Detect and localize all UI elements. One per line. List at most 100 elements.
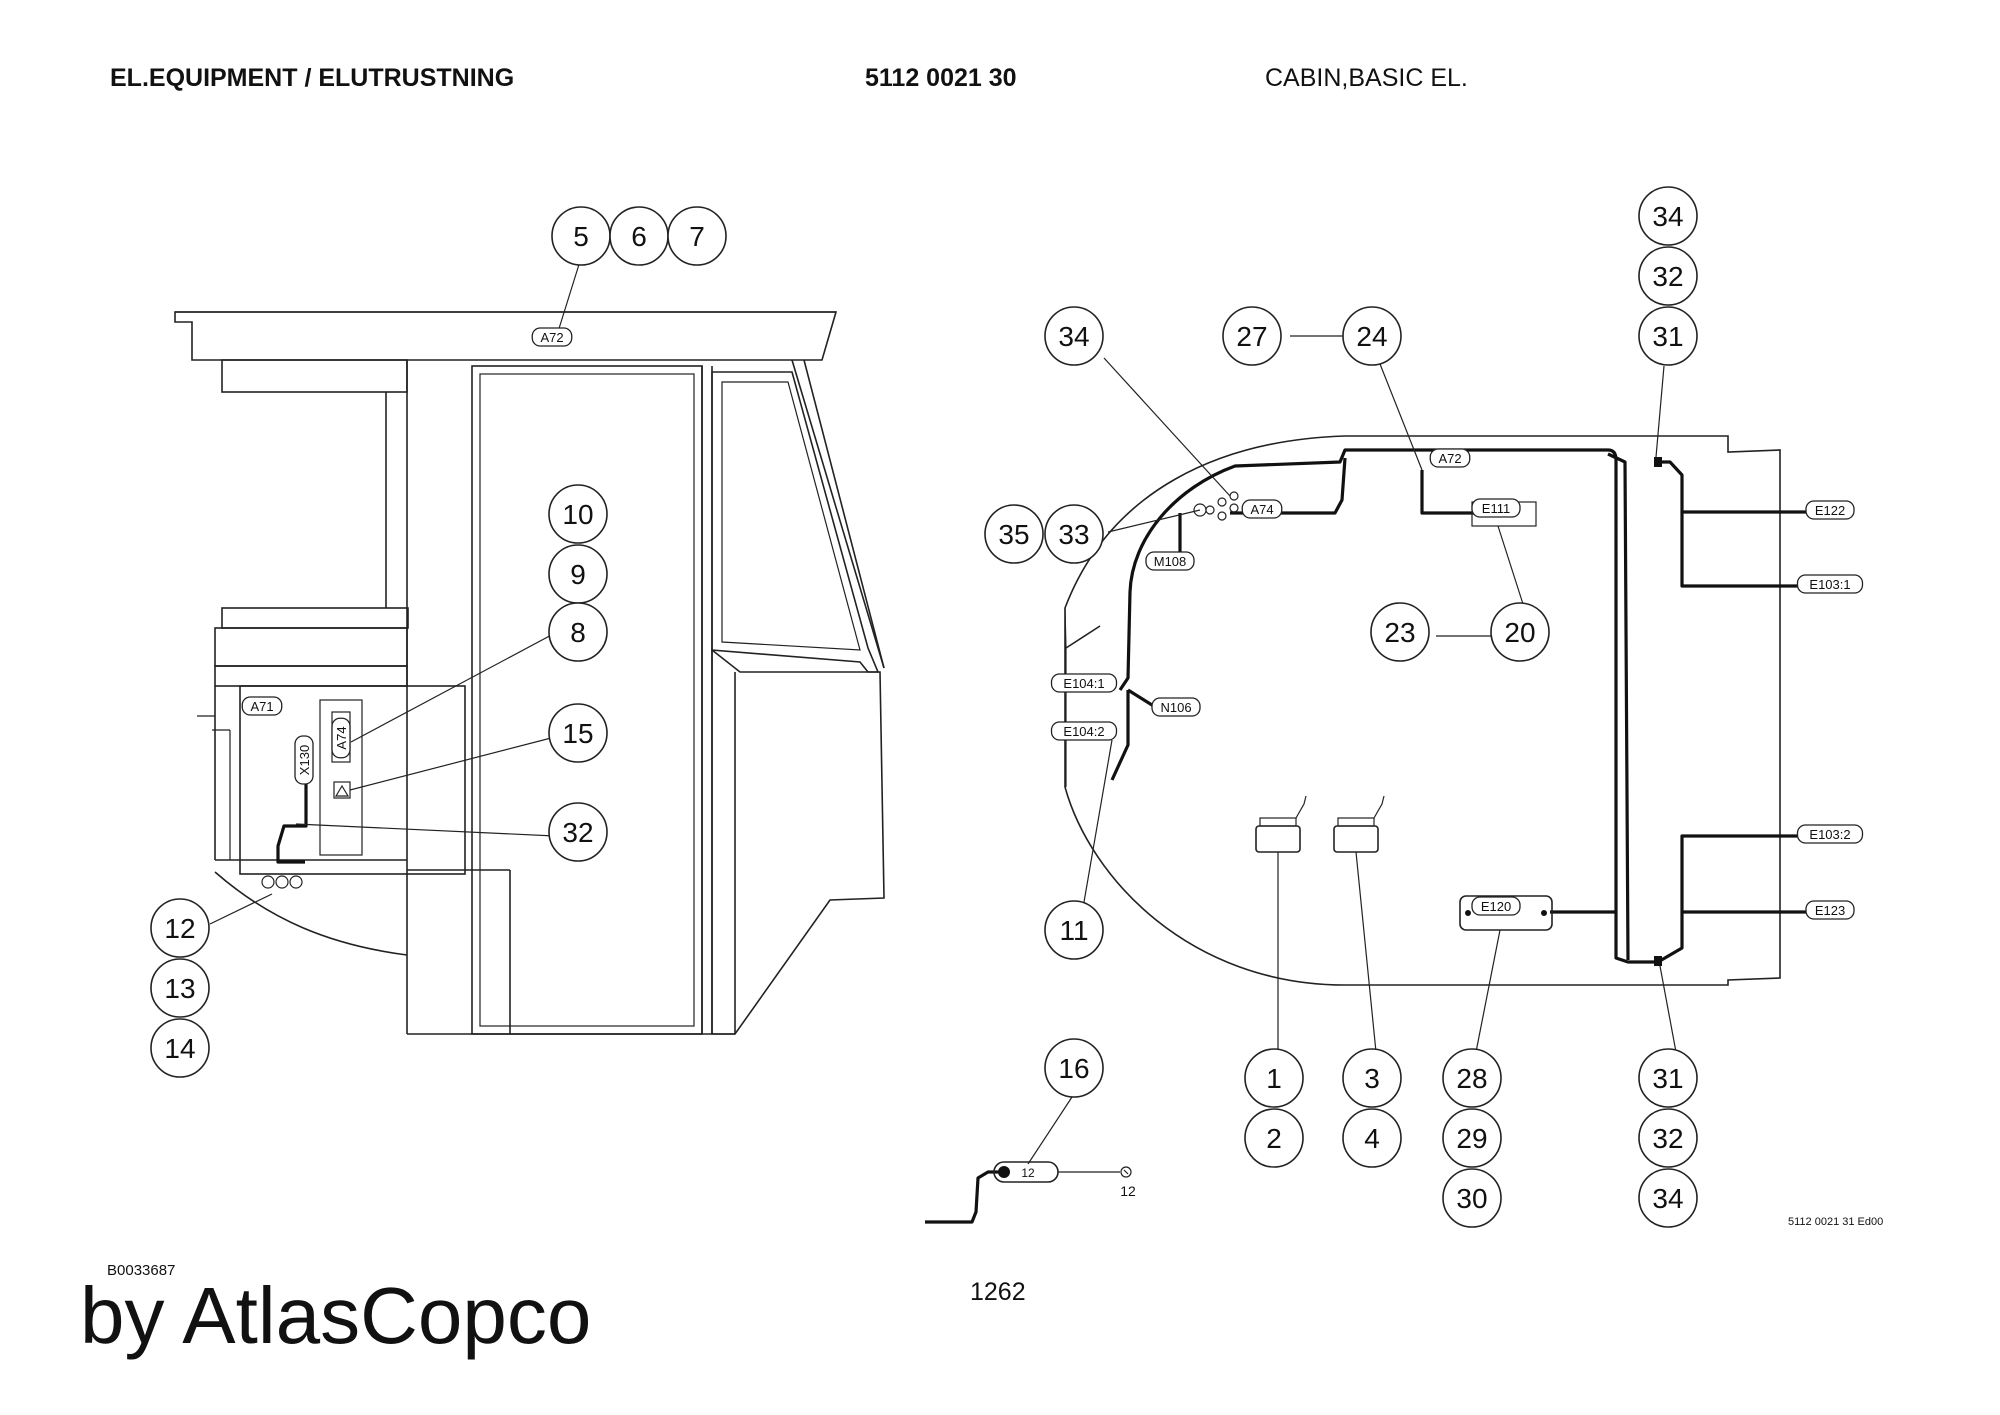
callout-left-5: 5	[551, 206, 611, 266]
svg-text:7: 7	[689, 221, 705, 252]
svg-text:13: 13	[164, 973, 195, 1004]
svg-text:E104:1: E104:1	[1063, 676, 1104, 691]
svg-text:3: 3	[1364, 1063, 1380, 1094]
tag-A72: A72	[531, 327, 573, 347]
svg-text:12: 12	[164, 913, 195, 944]
svg-text:1: 1	[1266, 1063, 1282, 1094]
callout-right-34: 34	[1638, 186, 1698, 246]
svg-text:11: 11	[1059, 915, 1088, 946]
svg-text:2: 2	[1266, 1123, 1282, 1154]
svg-text:A74: A74	[1250, 502, 1273, 517]
side-window	[711, 371, 880, 673]
svg-text:32: 32	[1652, 261, 1683, 292]
svg-text:E103:2: E103:2	[1809, 827, 1850, 842]
cabin-side-view	[174, 257, 885, 1035]
svg-text:M108: M108	[1154, 554, 1187, 569]
doc-code: B0033687	[107, 1262, 176, 1279]
svg-text:E111: E111	[1482, 501, 1510, 516]
svg-text:E122: E122	[1815, 503, 1845, 518]
callout-right-29: 29	[1442, 1108, 1502, 1168]
cabin-roof	[174, 311, 838, 361]
svg-text:20: 20	[1504, 617, 1535, 648]
detail-label-2: 12	[1120, 1183, 1136, 1199]
svg-text:28: 28	[1456, 1063, 1487, 1094]
svg-text:34: 34	[1058, 321, 1089, 352]
tag-E122: E122	[1805, 500, 1855, 520]
callout-right-34: 34	[1044, 306, 1104, 366]
svg-text:30: 30	[1456, 1183, 1487, 1214]
callout-right-2: 2	[1244, 1108, 1304, 1168]
tag-E104-2: E104:2	[1050, 721, 1118, 741]
callout-right-11: 11	[1044, 900, 1104, 960]
tag-X130: X130	[294, 735, 314, 785]
callout-right-32: 32	[1638, 246, 1698, 306]
callout-left-15: 15	[548, 703, 608, 763]
cabin-floor-curve	[214, 871, 408, 956]
cabin-outline	[1064, 435, 1781, 986]
callout-right-20: 20	[1490, 602, 1550, 662]
tag-E111: E111	[1471, 498, 1521, 518]
svg-text:10: 10	[562, 499, 593, 530]
svg-text:9: 9	[570, 559, 586, 590]
main-harness	[1118, 448, 1618, 912]
callout-left-9: 9	[548, 544, 608, 604]
svg-text:27: 27	[1236, 321, 1267, 352]
panel-module	[319, 699, 363, 856]
page-number: 1262	[970, 1278, 1026, 1306]
tag-E103-1: E103:1	[1796, 574, 1864, 594]
callout-right-30: 30	[1442, 1168, 1502, 1228]
svg-text:34: 34	[1652, 1183, 1683, 1214]
callout-left-6: 6	[609, 206, 669, 266]
callout-right-24: 24	[1342, 306, 1402, 366]
tag-labels: A72A71X130A74A72A74M108E111E104:1E104:2N…	[241, 327, 1864, 1199]
tag-A74: A74	[1241, 499, 1283, 519]
svg-text:15: 15	[562, 718, 593, 749]
cable-detail	[925, 1093, 1132, 1224]
header-right-title: CABIN,BASIC EL.	[1265, 64, 1468, 92]
tag-A72: A72	[1429, 448, 1471, 468]
tag-E123: E123	[1805, 900, 1855, 920]
callout-right-28: 28	[1442, 1048, 1502, 1108]
callout-right-27: 27	[1222, 306, 1282, 366]
svg-text:14: 14	[164, 1033, 195, 1064]
tag-E104-1: E104:1	[1050, 673, 1118, 693]
callout-right-31: 31	[1638, 1048, 1698, 1108]
svg-text:16: 16	[1058, 1053, 1089, 1084]
header-part-number: 5112 0021 30	[865, 64, 1017, 92]
svg-text:4: 4	[1364, 1123, 1380, 1154]
svg-text:E104:2: E104:2	[1063, 724, 1104, 739]
svg-text:33: 33	[1058, 519, 1089, 550]
callout-left-14: 14	[150, 1018, 210, 1078]
callout-right-34: 34	[1638, 1168, 1698, 1228]
svg-text:8: 8	[570, 617, 586, 648]
drawing-ref: 5112 0021 31 Ed00	[1788, 1216, 1884, 1228]
svg-text:29: 29	[1456, 1123, 1487, 1154]
callout-detail-16: 16	[1044, 1038, 1104, 1098]
svg-text:N106: N106	[1160, 700, 1191, 715]
header-left-title: EL.EQUIPMENT / ELUTRUSTNING	[110, 64, 515, 92]
panel-wire	[276, 782, 308, 864]
callout-right-23: 23	[1370, 602, 1430, 662]
cabin-top-view	[1064, 335, 1818, 1053]
svg-text:34: 34	[1652, 201, 1683, 232]
svg-text:E103:1: E103:1	[1809, 577, 1850, 592]
svg-text:31: 31	[1652, 321, 1683, 352]
svg-text:A72: A72	[1438, 451, 1461, 466]
cabin-door	[471, 365, 703, 1035]
svg-text:35: 35	[998, 519, 1029, 550]
tag-A71: A71	[241, 696, 283, 716]
callout-right-32: 32	[1638, 1108, 1698, 1168]
tag-E120: E120	[1471, 896, 1521, 916]
svg-text:A74: A74	[334, 726, 349, 749]
svg-text:32: 32	[562, 817, 593, 848]
callout-right-4: 4	[1342, 1108, 1402, 1168]
svg-text:A71: A71	[250, 699, 273, 714]
connector-E120-box	[1459, 895, 1553, 931]
svg-text:5: 5	[573, 221, 589, 252]
tag-E103-2: E103:2	[1796, 824, 1864, 844]
callout-right-33: 33	[1044, 504, 1104, 564]
callout-left-7: 7	[667, 206, 727, 266]
brand-logo-text: by AtlasCopco	[80, 1271, 592, 1360]
tag-M108: M108	[1145, 551, 1195, 571]
